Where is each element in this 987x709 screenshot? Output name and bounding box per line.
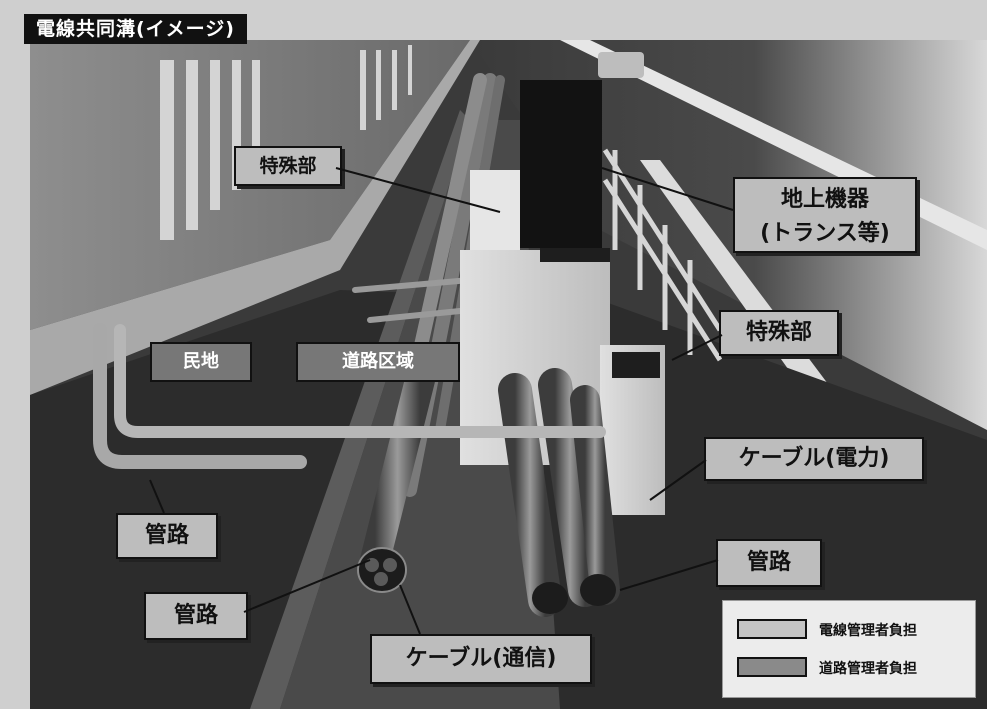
label-conduit-left: 管路 [116,513,218,559]
conduit-bundle-center [357,365,435,593]
label-cable-power-text: ケーブル(電力) [738,446,890,471]
sidewalk-edge [30,40,480,395]
special-part-right-box [600,345,665,515]
label-special-part-right-text: 特殊部 [745,320,812,345]
building-windows [160,45,412,240]
label-conduit-right-text: 管路 [746,550,791,575]
legend: 電線管理者負担 道路管理者負担 [722,600,976,698]
label-special-part-upper: 特殊部 [234,146,342,186]
label-cable-telecom-text: ケーブル(通信) [405,646,557,671]
label-conduit-center: 管路 [144,592,248,640]
label-special-part-upper-text: 特殊部 [259,155,317,177]
label-special-part-right: 特殊部 [719,310,839,356]
special-part-box-opening [540,248,610,262]
transformer-box [520,80,602,248]
special-part-box-top [470,170,520,250]
label-ground-equipment-line2: (トランス等) [760,221,890,246]
label-cable-power: ケーブル(電力) [704,437,924,481]
label-conduit-center-text: 管路 [173,603,218,628]
label-private-land-text: 民地 [183,351,219,372]
label-private-land: 民地 [150,342,252,382]
legend-swatch-road-manager [737,657,807,677]
label-conduit-left-text: 管路 [144,523,189,548]
label-road-area: 道路区域 [296,342,460,382]
label-ground-equipment-line1: 地上機器 [780,187,869,212]
label-cable-telecom: ケーブル(通信) [370,634,592,684]
special-part-right-opening [612,352,660,378]
legend-label-road-manager: 道路管理者負担 [819,661,917,677]
label-ground-equipment: 地上機器 (トランス等) [733,177,917,253]
label-road-area-text: 道路区域 [342,351,414,372]
diagram-title: 電線共同溝(イメージ) [24,14,247,44]
legend-swatch-electric-manager [737,619,807,639]
branch-pipes [93,323,606,469]
label-conduit-right: 管路 [716,539,822,587]
legend-label-electric-manager: 電線管理者負担 [819,623,917,639]
car [598,52,644,78]
